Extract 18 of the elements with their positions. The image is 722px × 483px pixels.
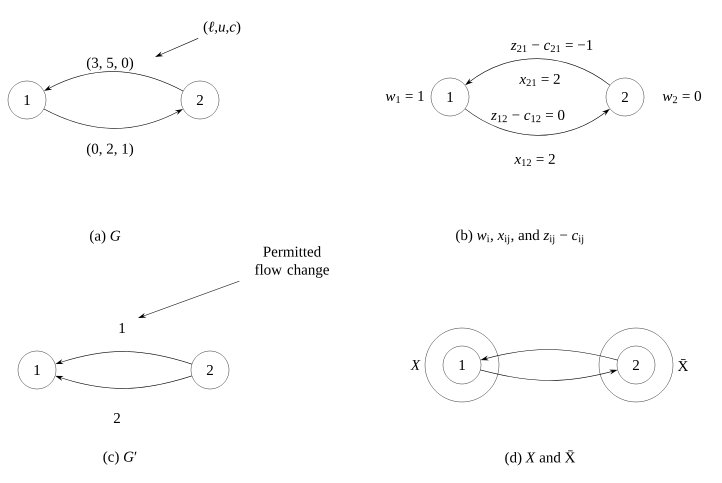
- panel-caption: (a) G: [90, 230, 120, 244]
- flow-label: x$_{21}$ = 2: [519, 74, 560, 86]
- node-weight: w$_{2}$ = 0: [662, 90, 702, 104]
- panel-caption: (b) w$_{i}$, x$_{ij}$, and z$_{ij}$ − c$_{ij}$: [456, 230, 584, 244]
- edge-label: 1: [120, 323, 125, 333]
- edge-label: (0, 2, 1): [86, 143, 134, 157]
- edge-label: z$_{12}$ − c$_{12}$ = 0: [490, 110, 564, 122]
- edge-label: z$_{21}$ − c$_{21}$ = −1: [510, 40, 592, 52]
- panel-caption: (d) X and X̄: [505, 450, 576, 466]
- node-weight: w$_{1}$ = 1: [386, 90, 424, 104]
- annotation-text: (ℓ,u,c): [204, 21, 240, 35]
- flow-label: x$_{12}$ = 2: [514, 154, 555, 166]
- node-label: X: [410, 360, 421, 370]
- annotation-text: Permitted flow change: [254, 246, 329, 278]
- edge-label: (3, 5, 0): [86, 57, 134, 71]
- node-label: X̄: [678, 359, 688, 371]
- edge-label: 2: [114, 413, 120, 423]
- panel-caption: (c) G′: [103, 451, 137, 465]
